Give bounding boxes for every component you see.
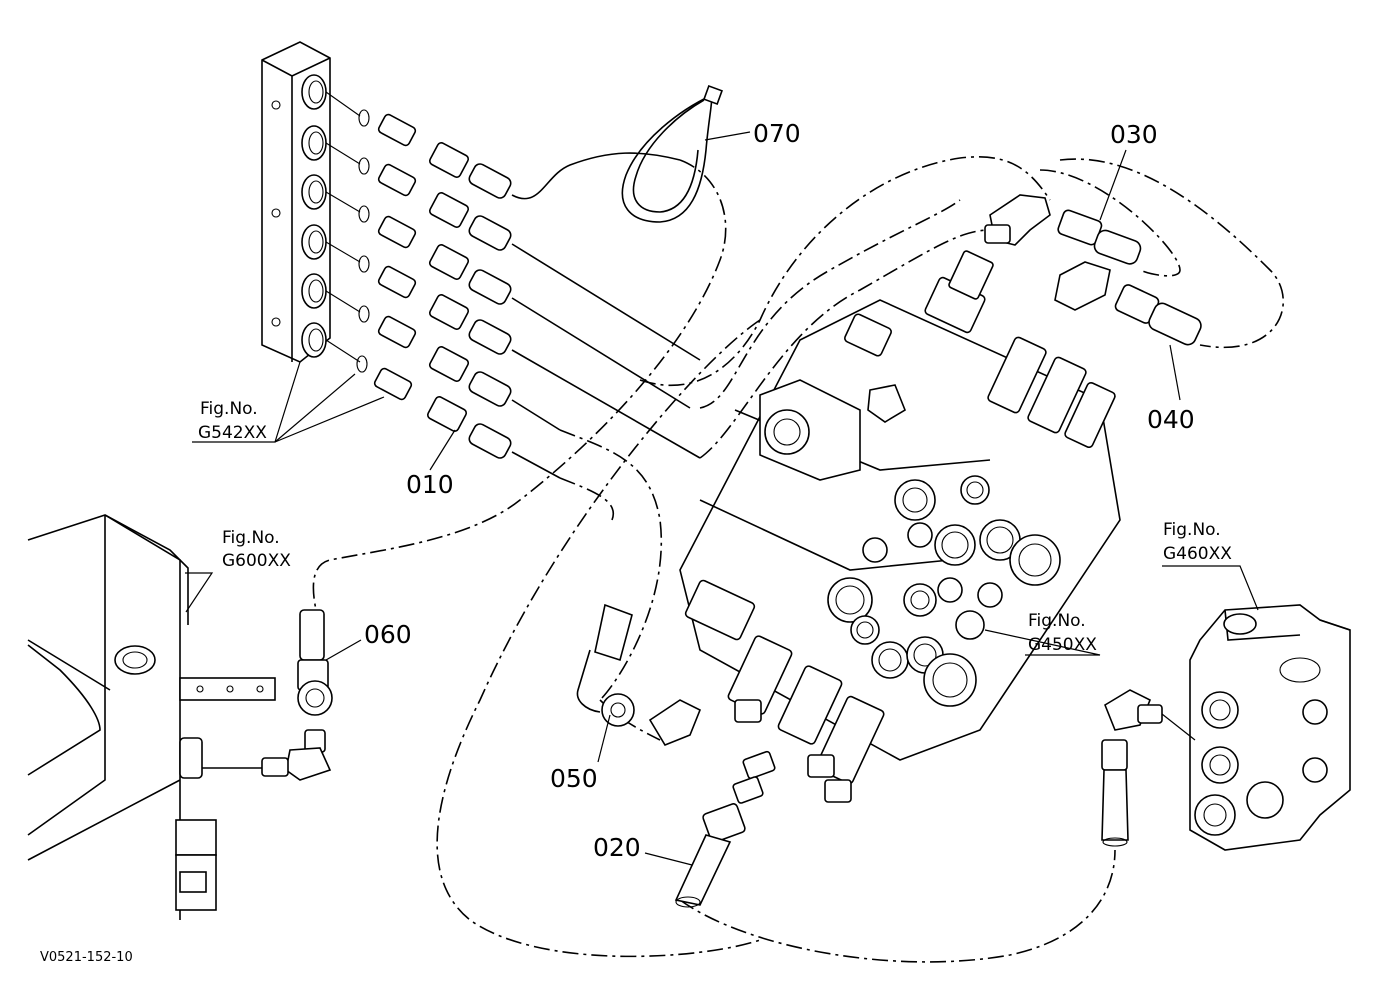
manifold-hose-fittings <box>325 91 512 459</box>
drawing-code: V0521-152-10 <box>40 950 133 965</box>
figure-references: Fig.No. G542XX Fig.No. G600XX Fig.No. G4… <box>198 399 1232 655</box>
manifold-block <box>261 41 331 363</box>
fig-ref-g600-prefix: Fig.No. <box>222 528 280 548</box>
hose-lines <box>511 152 701 479</box>
label-050: 050 <box>550 764 598 793</box>
leader-lines <box>185 131 1259 866</box>
control-valve-assembly <box>679 250 1121 803</box>
fig-ref-g460-prefix: Fig.No. <box>1163 520 1221 540</box>
label-030: 030 <box>1110 120 1158 149</box>
hose-020 <box>674 750 776 908</box>
fig-ref-g450-prefix: Fig.No. <box>1028 611 1086 631</box>
right-valve-assembly <box>1189 604 1351 851</box>
label-020: 020 <box>593 833 641 862</box>
fig-ref-g450-code: G450XX <box>1028 635 1097 655</box>
fig-ref-g460-code: G460XX <box>1163 544 1232 564</box>
fig-ref-g542-prefix: Fig.No. <box>200 399 258 419</box>
cable-tie-070 <box>621 85 723 223</box>
fig-ref-g600-code: G600XX <box>222 551 291 571</box>
label-010: 010 <box>406 470 454 499</box>
label-040: 040 <box>1147 405 1195 434</box>
fittings-030-040 <box>984 194 1202 346</box>
hose-060 <box>261 609 333 781</box>
fig-ref-g542-code: G542XX <box>198 423 267 443</box>
fitting-right <box>1101 689 1196 847</box>
part-labels: 010 020 030 040 050 060 070 <box>364 119 1195 862</box>
hose-routing-dashed <box>312 156 1285 963</box>
label-060: 060 <box>364 620 412 649</box>
label-070: 070 <box>753 119 801 148</box>
tank-section <box>27 514 276 920</box>
manifold-ports <box>301 74 327 358</box>
fitting-050 <box>576 603 702 746</box>
